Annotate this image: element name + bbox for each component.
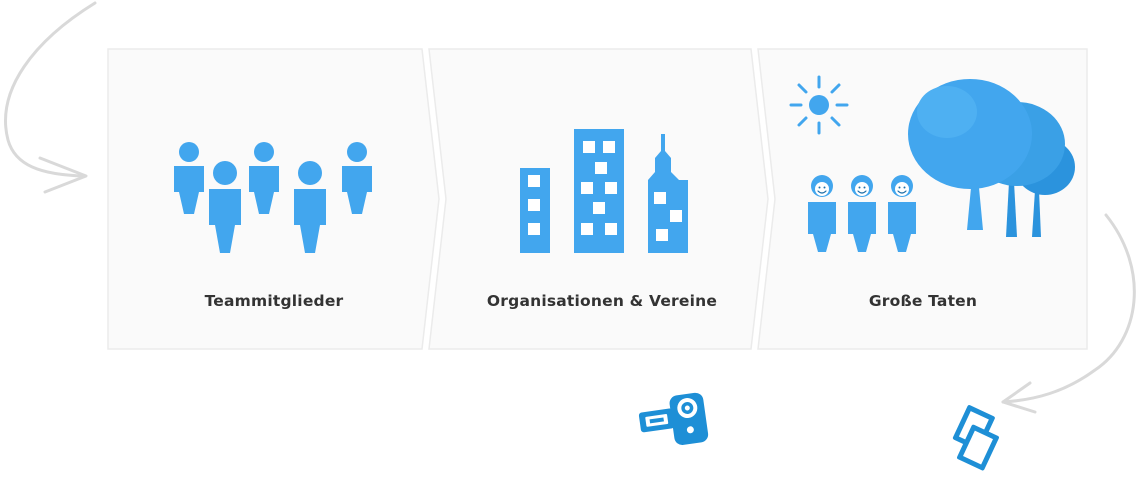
step-label: Große Taten [757,292,1089,310]
happy-people-trees-icon [787,72,1079,258]
photos-icon [946,405,1006,475]
video-camera-icon [636,390,712,452]
sun-icon [791,77,847,133]
city-buildings-icon [518,128,693,254]
team-people-icon [171,140,376,255]
step-team-members: Teammitglieder [107,48,441,350]
step-great-deeds: Große Taten [757,48,1089,350]
step-label: Teammitglieder [107,292,441,310]
step-label: Organisationen & Vereine [428,292,776,310]
trees-icon [908,79,1075,237]
step-organisations: Organisationen & Vereine [428,48,776,350]
